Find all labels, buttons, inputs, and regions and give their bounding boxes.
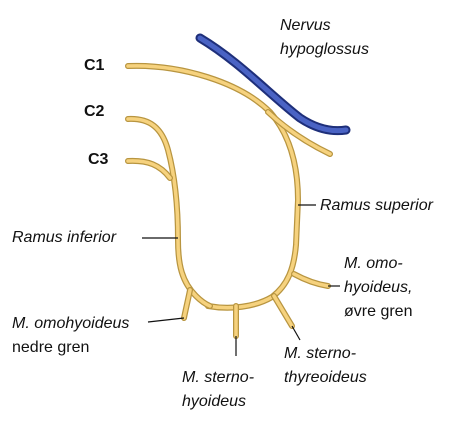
root-label-c1: C1 <box>84 57 105 74</box>
c2-root <box>125 115 213 309</box>
label-ramus-superior: Ramus superior <box>320 197 433 214</box>
label-omohyoid-upper-1: M. omo- <box>344 255 403 272</box>
label-ramus-inferior: Ramus inferior <box>12 229 117 246</box>
label-sternohyoid-2: hyoideus <box>182 393 247 410</box>
label-sternohyoid-1: M. sterno- <box>182 369 255 386</box>
root-label-c3: C3 <box>88 151 109 168</box>
hypoglossal-nerve <box>195 33 351 136</box>
label-omohyoid-upper-2: hyoideus, <box>344 279 413 296</box>
label-sternothyroid-2: thyreoideus <box>284 369 367 386</box>
leader-sternothyroid <box>291 325 301 341</box>
leader-lines <box>142 204 340 356</box>
label-omohyoid-lower-2: nedre gren <box>12 339 90 356</box>
label-hypoglossus-2: hypoglossus <box>280 41 369 58</box>
nerve-loop <box>125 62 333 339</box>
label-hypoglossus-1: Nervus <box>280 17 331 34</box>
label-sternothyroid-1: M. sterno- <box>284 345 357 362</box>
label-omohyoid-lower-1: M. omohyoideus <box>12 315 130 332</box>
label-omohyoid-upper-3: øvre gren <box>344 303 413 320</box>
leader-omohyoid-lower <box>147 317 185 323</box>
root-label-c2: C2 <box>84 103 105 120</box>
c1-root <box>125 62 301 311</box>
